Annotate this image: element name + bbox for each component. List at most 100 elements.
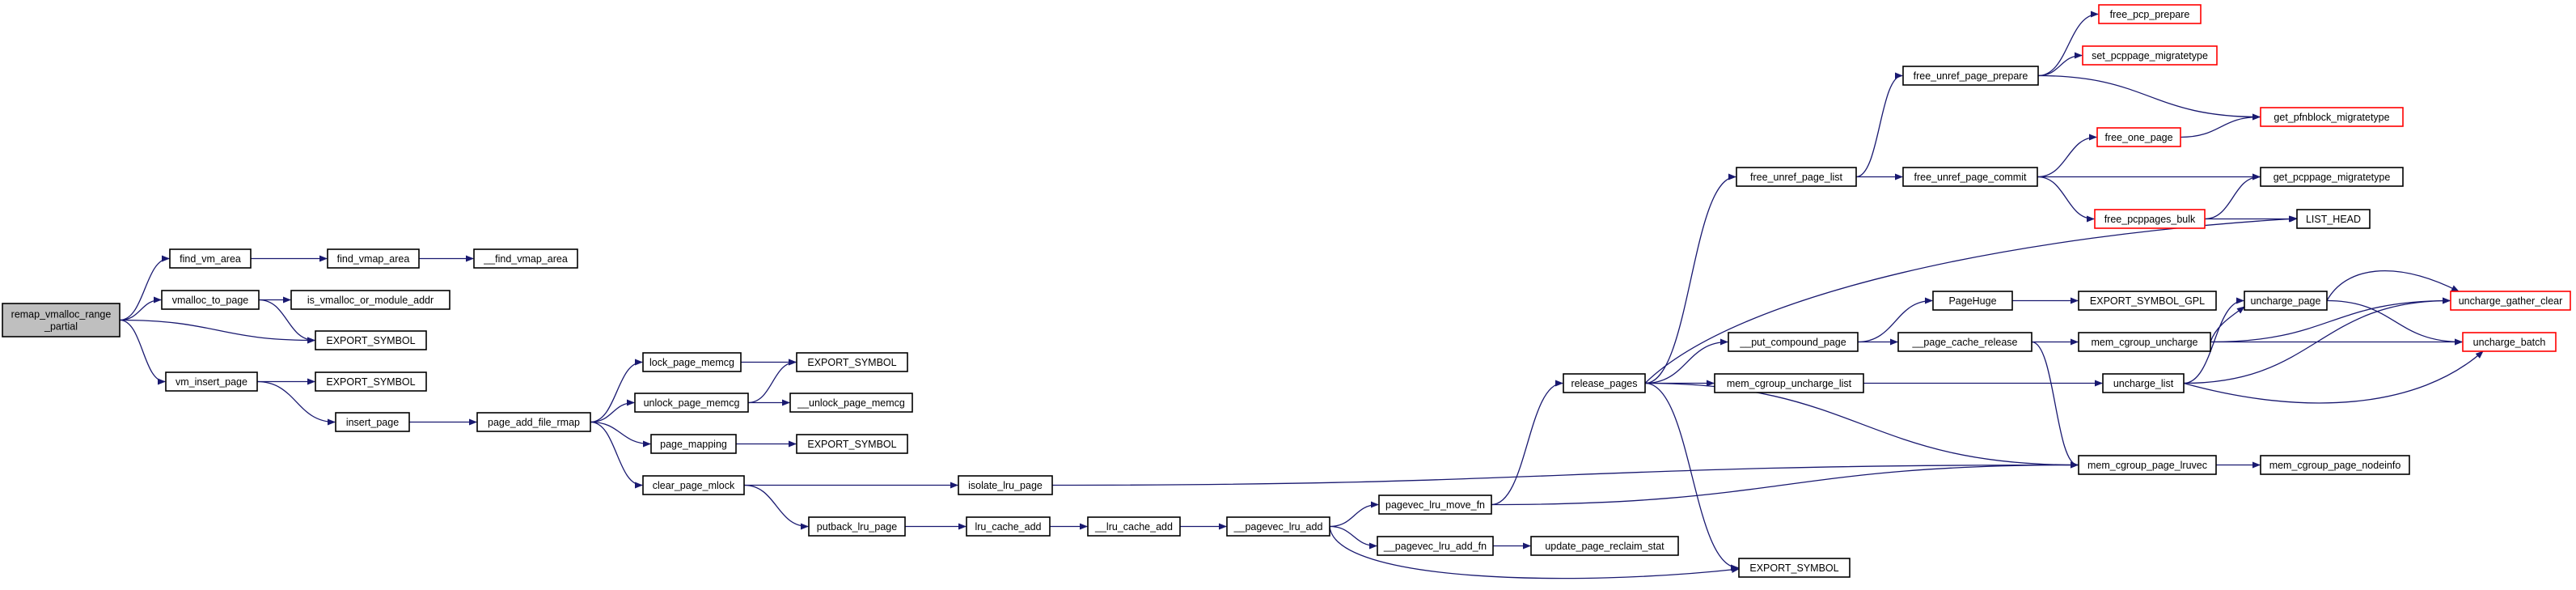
node-box[interactable] xyxy=(1902,167,2038,187)
node-box[interactable] xyxy=(2094,209,2206,229)
node-free-pcp-prepare[interactable]: free_pcp_prepare xyxy=(2098,4,2202,24)
node-export-symbol-a[interactable]: EXPORT_SYMBOL xyxy=(315,330,427,350)
node-box[interactable] xyxy=(796,352,908,372)
node-box[interactable] xyxy=(634,393,749,413)
node-set-pcppage-migratetype[interactable]: set_pcppage_migratetype xyxy=(2082,45,2218,66)
node-box[interactable] xyxy=(165,371,258,392)
node---pagevec-lru-add[interactable]: __pagevec_lru_add xyxy=(1226,516,1330,537)
node-uncharge-batch[interactable]: uncharge_batch xyxy=(2462,332,2557,352)
node-box[interactable] xyxy=(315,330,427,350)
node-putback-lru-page[interactable]: putback_lru_page xyxy=(808,516,906,537)
node-box[interactable] xyxy=(789,393,913,413)
node-box[interactable] xyxy=(2096,127,2181,147)
node-free-unref-page-commit[interactable]: free_unref_page_commit xyxy=(1902,167,2038,187)
node-find-vmap-area[interactable]: find_vmap_area xyxy=(327,248,420,269)
node-vm-insert-page[interactable]: vm_insert_page xyxy=(165,371,258,392)
node---unlock-page-memcg[interactable]: __unlock_page_memcg xyxy=(789,393,913,413)
node---page-cache-release[interactable]: __page_cache_release xyxy=(1897,332,2032,352)
node-find-vm-area[interactable]: find_vm_area xyxy=(169,248,252,269)
node-box[interactable] xyxy=(808,516,906,537)
node-box[interactable] xyxy=(1087,516,1181,537)
node-uncharge-gather-clear[interactable]: uncharge_gather_clear xyxy=(2450,291,2571,311)
node-box[interactable] xyxy=(1738,558,1851,578)
node-box[interactable] xyxy=(2260,107,2404,127)
node-box[interactable] xyxy=(2,303,121,337)
node-box[interactable] xyxy=(1563,373,1646,393)
node-mem-cgroup-uncharge-list[interactable]: mem_cgroup_uncharge_list xyxy=(1714,373,1864,393)
node-mem-cgroup-uncharge[interactable]: mem_cgroup_uncharge xyxy=(2078,332,2211,352)
node-box[interactable] xyxy=(1377,536,1494,556)
node-box[interactable] xyxy=(1530,536,1679,556)
node-root[interactable]: remap_vmalloc_range_partial xyxy=(2,303,121,337)
node-is-vmalloc-or-module-addr[interactable]: is_vmalloc_or_module_addr xyxy=(290,290,450,310)
node-mem-cgroup-page-nodeinfo[interactable]: mem_cgroup_page_nodeinfo xyxy=(2260,455,2410,475)
node-free-pcppages-bulk[interactable]: free_pcppages_bulk xyxy=(2094,209,2206,229)
node-box[interactable] xyxy=(327,248,420,269)
node-uncharge-page[interactable]: uncharge_page xyxy=(2244,291,2328,311)
node-insert-page[interactable]: insert_page xyxy=(335,412,410,432)
node-update-page-reclaim-stat[interactable]: update_page_reclaim_stat xyxy=(1530,536,1679,556)
node---pagevec-lru-add-fn[interactable]: __pagevec_lru_add_fn xyxy=(1377,536,1494,556)
node-box[interactable] xyxy=(161,290,260,310)
node-export-symbol-c[interactable]: EXPORT_SYMBOL xyxy=(796,352,908,372)
node-box[interactable] xyxy=(2244,291,2328,311)
node-box[interactable] xyxy=(2296,209,2371,229)
node-box[interactable] xyxy=(2260,167,2404,187)
node-box[interactable] xyxy=(1226,516,1330,537)
node-box[interactable] xyxy=(1897,332,2032,352)
node-box[interactable] xyxy=(958,475,1053,495)
node-export-symbol-d[interactable]: EXPORT_SYMBOL xyxy=(796,434,908,454)
node-box[interactable] xyxy=(1736,167,1857,187)
node-free-one-page[interactable]: free_one_page xyxy=(2096,127,2181,147)
node-box[interactable] xyxy=(2082,45,2218,66)
node-box[interactable] xyxy=(2260,455,2410,475)
node-clear-page-mlock[interactable]: clear_page_mlock xyxy=(642,475,745,495)
node-box[interactable] xyxy=(1932,291,2013,311)
node-box[interactable] xyxy=(1714,373,1864,393)
node-pagevec-lru-move-fn[interactable]: pagevec_lru_move_fn xyxy=(1378,494,1492,515)
node-uncharge-list[interactable]: uncharge_list xyxy=(2102,373,2185,393)
node-get-pfnblock-migratetype[interactable]: get_pfnblock_migratetype xyxy=(2260,107,2404,127)
node-box[interactable] xyxy=(1728,332,1859,352)
node-box[interactable] xyxy=(290,290,450,310)
node-page-add-file-rmap[interactable]: page_add_file_rmap xyxy=(476,412,591,432)
node-export-symbol-gpl[interactable]: EXPORT_SYMBOL_GPL xyxy=(2078,291,2217,311)
node-export-symbol-b[interactable]: EXPORT_SYMBOL xyxy=(315,371,427,392)
node-box[interactable] xyxy=(796,434,908,454)
node-box[interactable] xyxy=(642,475,745,495)
node-box[interactable] xyxy=(473,248,578,269)
node-box[interactable] xyxy=(966,516,1051,537)
node-lru-cache-add[interactable]: lru_cache_add xyxy=(966,516,1051,537)
node-box[interactable] xyxy=(169,248,252,269)
node-isolate-lru-page[interactable]: isolate_lru_page xyxy=(958,475,1053,495)
node-box[interactable] xyxy=(1902,66,2039,86)
node-list-head[interactable]: LIST_HEAD xyxy=(2296,209,2371,229)
node-box[interactable] xyxy=(2078,291,2217,311)
node-box[interactable] xyxy=(2102,373,2185,393)
node-box[interactable] xyxy=(315,371,427,392)
node-export-symbol-e[interactable]: EXPORT_SYMBOL xyxy=(1738,558,1851,578)
node-lock-page-memcg[interactable]: lock_page_memcg xyxy=(642,352,742,372)
node-box[interactable] xyxy=(2450,291,2571,311)
node-pagehuge[interactable]: PageHuge xyxy=(1932,291,2013,311)
node-box[interactable] xyxy=(2098,4,2202,24)
node-box[interactable] xyxy=(2078,332,2211,352)
node-box[interactable] xyxy=(2078,455,2217,475)
node-box[interactable] xyxy=(642,352,742,372)
node-page-mapping[interactable]: page_mapping xyxy=(650,434,737,454)
node-box[interactable] xyxy=(335,412,410,432)
node-mem-cgroup-page-lruvec[interactable]: mem_cgroup_page_lruvec xyxy=(2078,455,2217,475)
node-vmalloc-to-page[interactable]: vmalloc_to_page xyxy=(161,290,260,310)
node-free-unref-page-list[interactable]: free_unref_page_list xyxy=(1736,167,1857,187)
node-box[interactable] xyxy=(650,434,737,454)
node-box[interactable] xyxy=(1378,494,1492,515)
node---put-compound-page[interactable]: __put_compound_page xyxy=(1728,332,1859,352)
node-box[interactable] xyxy=(2462,332,2557,352)
node-get-pcppage-migratetype[interactable]: get_pcppage_migratetype xyxy=(2260,167,2404,187)
node-free-unref-page-prepare[interactable]: free_unref_page_prepare xyxy=(1902,66,2039,86)
node-unlock-page-memcg[interactable]: unlock_page_memcg xyxy=(634,393,749,413)
node---find-vmap-area[interactable]: __find_vmap_area xyxy=(473,248,578,269)
node---lru-cache-add[interactable]: __lru_cache_add xyxy=(1087,516,1181,537)
node-release-pages[interactable]: release_pages xyxy=(1563,373,1646,393)
node-box[interactable] xyxy=(476,412,591,432)
